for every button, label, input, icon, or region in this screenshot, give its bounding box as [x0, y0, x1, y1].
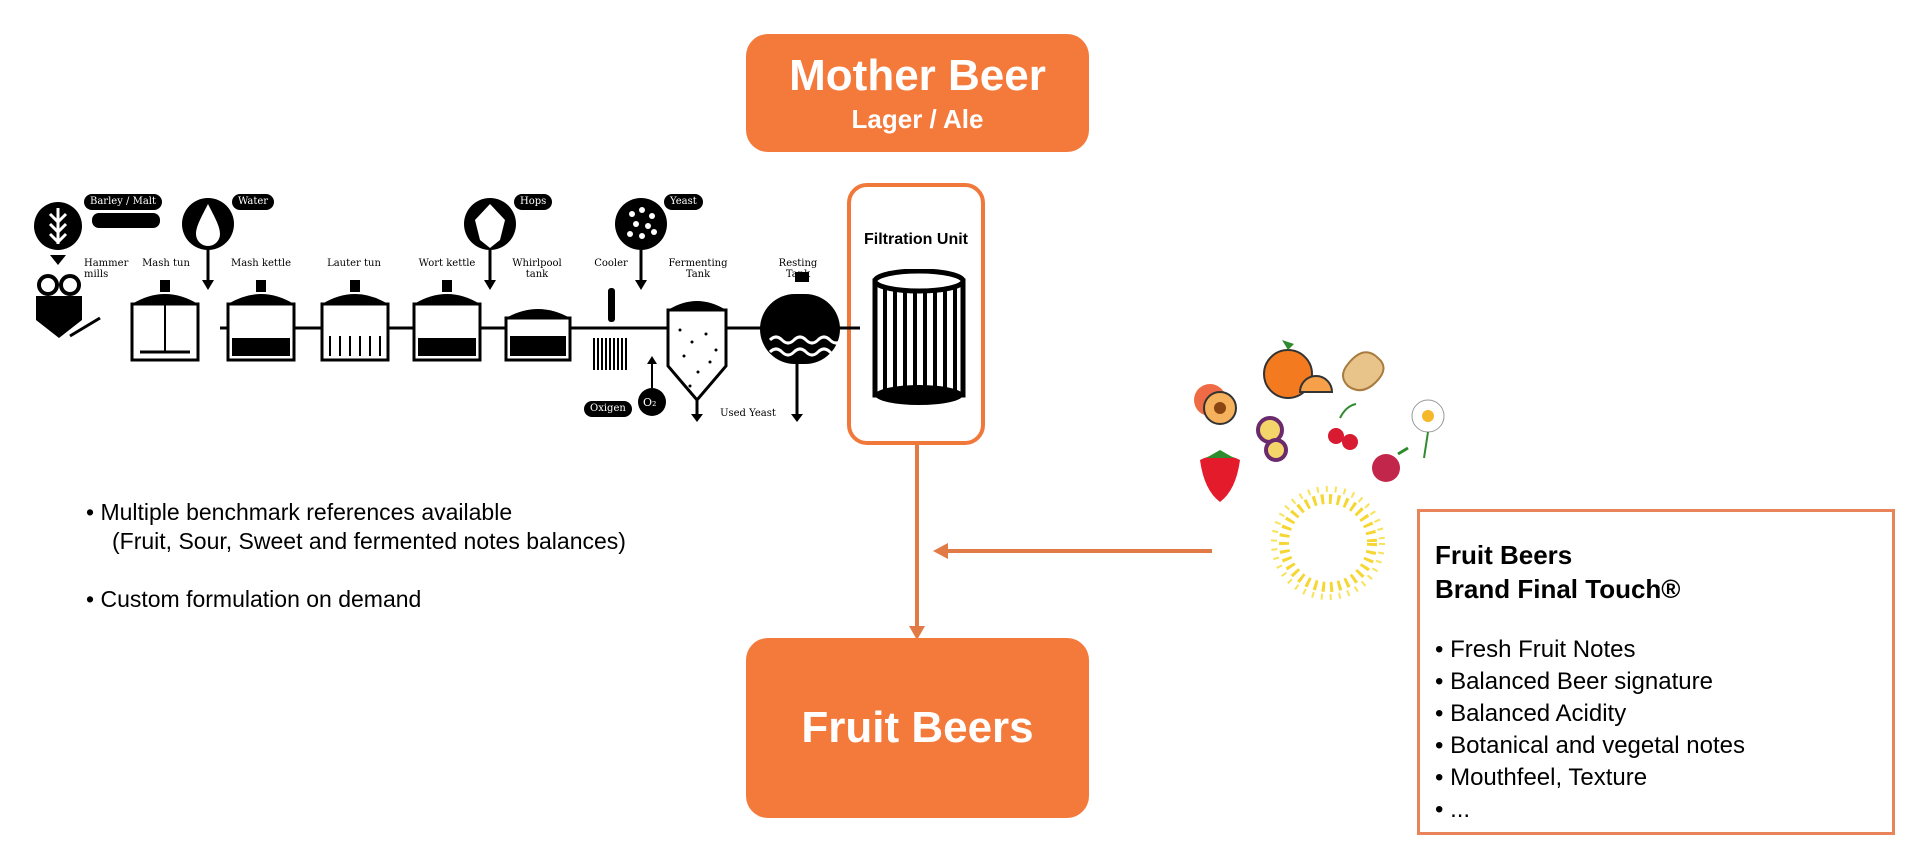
cooler-label: Cooler	[594, 258, 628, 269]
fruit-beers-box: Fruit Beers	[746, 638, 1089, 818]
barley-icon	[34, 202, 82, 265]
mother-beer-box: Mother Beer Lager / Ale	[746, 34, 1089, 152]
resting-label: Resting Tank	[778, 258, 818, 280]
panel-list-item: Mouthfeel, Texture	[1435, 762, 1877, 794]
flower-icon	[1411, 399, 1445, 459]
panel-list-item: Fresh Fruit Notes	[1435, 634, 1877, 666]
wort-kettle-label: Wort kettle	[418, 258, 476, 269]
strawberry-icon	[1200, 450, 1240, 502]
barley-tag: Barley / Malt	[84, 194, 163, 210]
fermenting-tank-icon	[666, 301, 728, 422]
yeast-tag: Yeast	[664, 194, 703, 210]
used-yeast-label: Used Yeast	[720, 408, 776, 419]
benchmark-notes: Multiple benchmark references available …	[86, 498, 626, 614]
water-tag: Water	[232, 194, 275, 210]
raspberry-icon	[1372, 446, 1409, 482]
mother-beer-subtitle: Lager / Ale	[851, 104, 984, 134]
hammer-mills-label: Hammer mills	[84, 258, 129, 280]
panel-list-item: Botanical and vegetal notes	[1435, 730, 1877, 762]
oxigen-tag: Oxigen	[584, 401, 632, 417]
mash-kettle-icon	[226, 280, 296, 362]
panel-list-item: Balanced Acidity	[1435, 698, 1877, 730]
cherry-icon	[1328, 403, 1358, 450]
lauter-tun-label: Lauter tun	[327, 258, 381, 269]
resting-tank-icon	[760, 272, 844, 422]
lauter-tun-icon	[320, 280, 390, 362]
o2-label: O₂	[643, 396, 657, 409]
note-line-1: Multiple benchmark references available	[86, 498, 626, 527]
filtration-unit-label: Filtration Unit	[864, 231, 968, 248]
panel-list-item: ...	[1435, 794, 1877, 826]
hammer-mill-icon	[36, 274, 101, 338]
orange-icon	[1263, 340, 1334, 399]
ginger-icon	[1342, 351, 1385, 392]
water-drop-icon	[182, 198, 234, 290]
passion-fruit-icon	[1256, 416, 1288, 462]
hops-icon	[464, 198, 516, 290]
brand-final-touch-panel: Fruit Beers Brand Final Touch® Fresh Fru…	[1417, 509, 1895, 835]
panel-list-item: Balanced Beer signature	[1435, 666, 1877, 698]
mash-kettle-label: Mash kettle	[230, 258, 292, 269]
note-line-3: Custom formulation on demand	[86, 585, 626, 614]
filtration-to-fruit-line	[915, 445, 919, 628]
brewing-process-diagram: Barley / Malt Water Hops Yeast Oxigen O₂…	[0, 0, 860, 430]
mother-beer-title: Mother Beer	[789, 51, 1046, 100]
cooler-icon	[593, 288, 627, 370]
whirlpool-label: Whirlpool tank	[512, 258, 562, 280]
fermenting-label: Fermenting Tank	[668, 258, 728, 280]
panel-title-1: Fruit Beers	[1435, 540, 1573, 570]
fruit-illustrations	[1194, 340, 1445, 600]
mash-tun-label: Mash tun	[142, 258, 190, 269]
sun-dots-icon	[1271, 486, 1385, 600]
yeast-icon	[615, 198, 667, 290]
process-graphics	[34, 198, 860, 422]
filtration-unit: Filtration Unit	[847, 183, 985, 445]
filter-cylinder-icon	[872, 269, 966, 405]
peach-icon	[1194, 384, 1237, 425]
wort-kettle-icon	[412, 280, 482, 362]
panel-title-2: Brand Final Touch®	[1435, 574, 1681, 604]
hops-tag: Hops	[514, 194, 553, 210]
panel-list: Fresh Fruit Notes Balanced Beer signatur…	[1435, 634, 1877, 826]
whirlpool-tank-icon	[504, 309, 572, 362]
mash-tun-icon	[130, 280, 200, 362]
note-line-2: (Fruit, Sour, Sweet and fermented notes …	[112, 528, 626, 554]
